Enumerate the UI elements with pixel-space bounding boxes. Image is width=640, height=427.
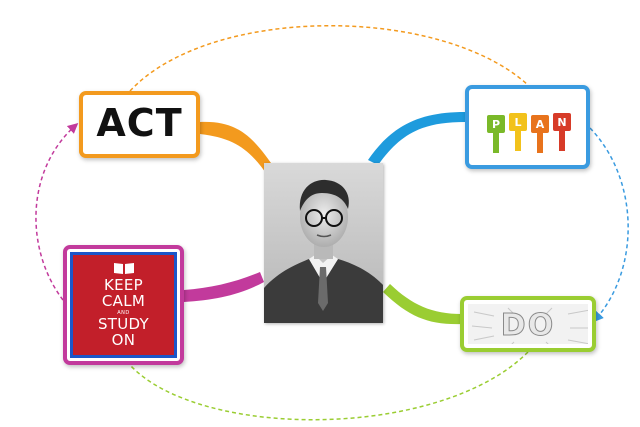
plan-letter-a: A (536, 118, 545, 131)
poster-line-on: ON (111, 330, 136, 349)
study-node[interactable]: KEEP CALM AND STUDY ON (63, 245, 184, 365)
plan-letter-l: L (514, 116, 521, 129)
plan-letter-n: N (557, 116, 566, 129)
act-label: ACT (96, 101, 183, 145)
poster-line-study: STUDY (97, 315, 150, 334)
act-node[interactable]: ACT (79, 91, 200, 158)
arrow-plan-to-do (589, 127, 629, 323)
plan-post (559, 129, 565, 151)
plan-post (537, 131, 543, 153)
poster-line-keep: KEEP (103, 276, 144, 295)
arrow-do-to-study (129, 351, 529, 421)
do-label: DO (500, 308, 556, 344)
branch-do (383, 284, 462, 325)
plan-post (493, 131, 499, 153)
branch-act (200, 121, 276, 176)
do-node[interactable]: DO (460, 296, 596, 352)
open-book-icon (113, 263, 134, 275)
portrait-photo (264, 163, 383, 323)
sketch-lines-icon (471, 307, 588, 344)
plan-post (515, 129, 521, 151)
plan-letter-sign (531, 115, 549, 133)
poster-line-and: AND (117, 309, 130, 316)
branch-plan (368, 112, 465, 165)
arrow-study-to-act (35, 123, 79, 301)
plan-letter-p: P (492, 118, 500, 131)
plan-letter-sign (487, 115, 505, 133)
keep-calm-poster: KEEP CALM AND STUDY ON (70, 252, 177, 358)
plan-letter-sign (553, 113, 571, 131)
branch-study (184, 272, 264, 302)
arrow-act-to-plan (129, 25, 529, 92)
do-sketch-background: DO (468, 304, 588, 344)
plan-letter-sign (509, 113, 527, 131)
poster-line-calm: CALM (101, 292, 146, 311)
